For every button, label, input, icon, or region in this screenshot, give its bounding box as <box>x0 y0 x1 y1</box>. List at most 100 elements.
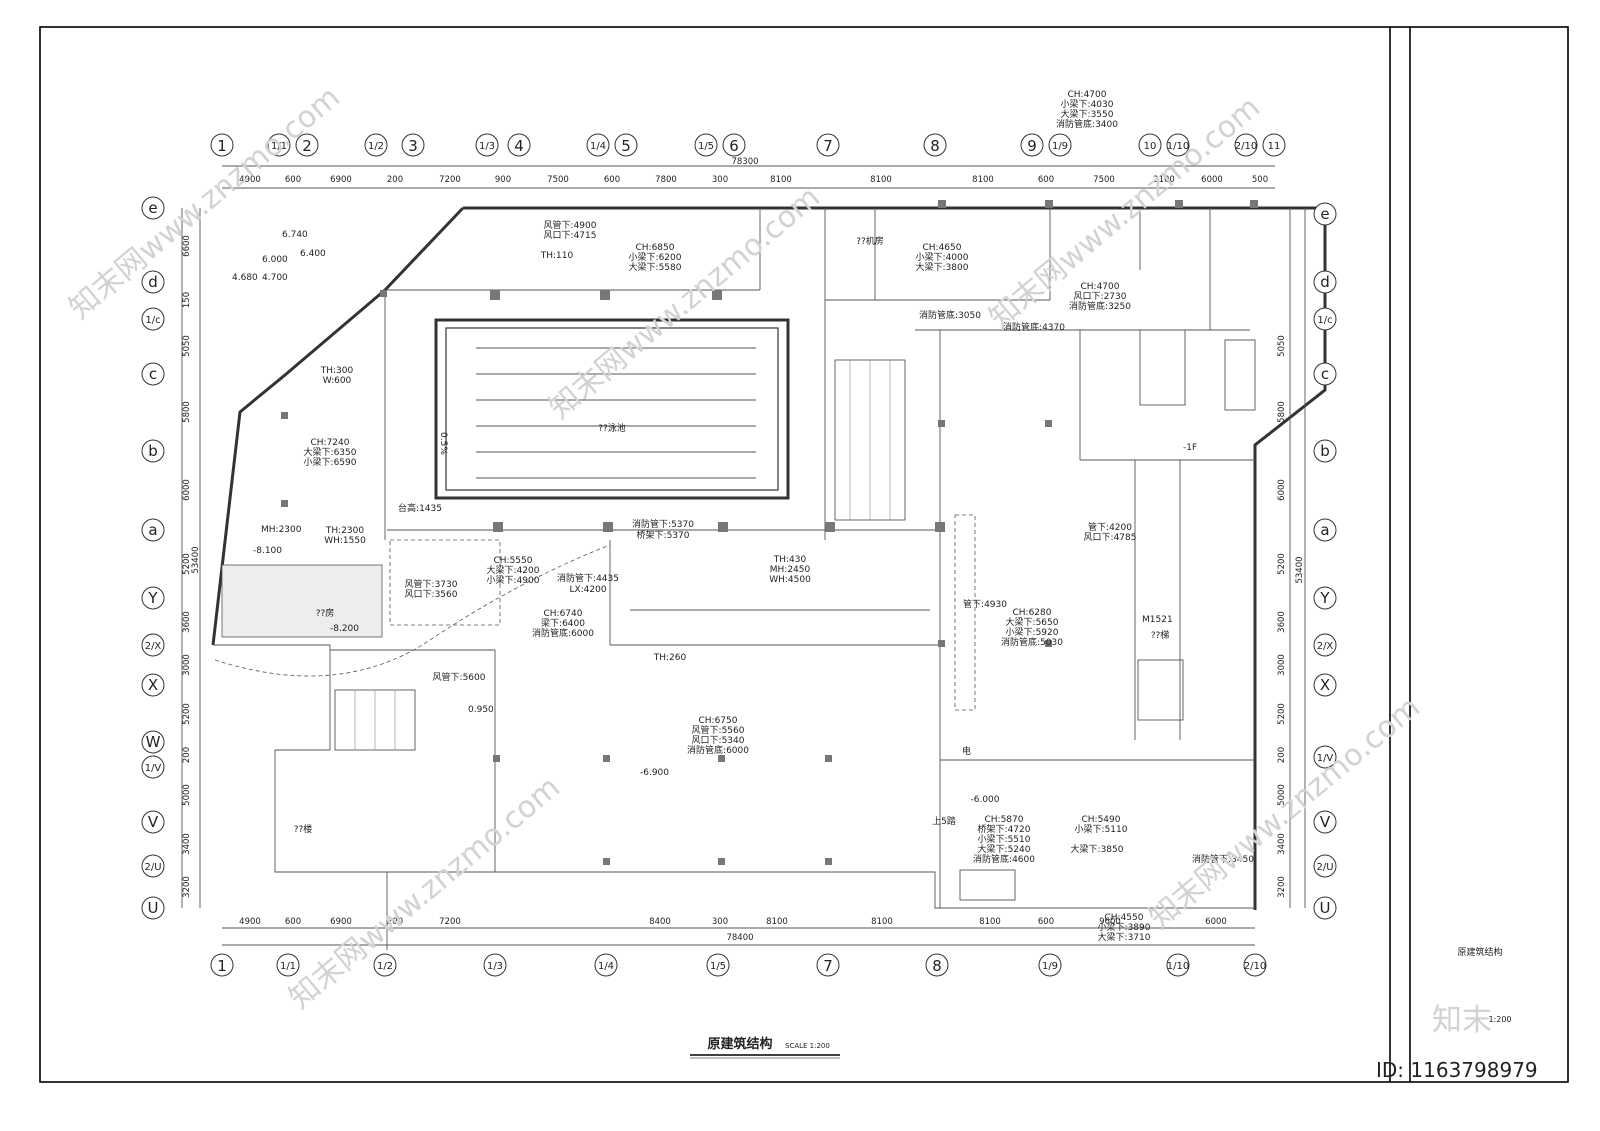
svg-text:台高:1435: 台高:1435 <box>398 502 442 514</box>
svg-text:7200: 7200 <box>439 175 461 185</box>
svg-text:大梁下:3550: 大梁下:3550 <box>1061 108 1114 120</box>
svg-text:7200: 7200 <box>439 917 461 927</box>
svg-text:V: V <box>148 813 159 831</box>
svg-text:4.680: 4.680 <box>232 273 258 283</box>
svg-text:桥架下:5370: 桥架下:5370 <box>637 529 690 541</box>
svg-text:9600: 9600 <box>1099 917 1121 927</box>
room-name-pool: ??泳池 <box>598 422 626 434</box>
total-dimension-bottom: 78400 <box>726 933 753 943</box>
axis-label: 2/10 <box>1235 141 1257 152</box>
svg-text:消防管下:3450: 消防管下:3450 <box>1192 853 1254 865</box>
grid-left-dimensions: 6600 150 5050 5800 6000 5200 3600 3000 5… <box>182 235 192 898</box>
total-dimension-left: 53400 <box>191 546 201 573</box>
svg-text:-8.100: -8.100 <box>253 546 282 556</box>
svg-text:3000: 3000 <box>1277 654 1287 676</box>
grid-bottom-dimensions: 4900 600 6900 200 7200 8400 300 8100 810… <box>239 917 1227 927</box>
stair-core-east <box>959 329 1256 901</box>
svg-text:6000: 6000 <box>182 479 192 501</box>
svg-text:6900: 6900 <box>330 917 352 927</box>
svg-text:梁下:6400: 梁下:6400 <box>541 617 585 629</box>
svg-text:M1521: M1521 <box>1142 615 1173 625</box>
svg-text:管下:4930: 管下:4930 <box>963 598 1007 610</box>
svg-text:5050: 5050 <box>1277 335 1287 357</box>
svg-text:X: X <box>1320 676 1330 694</box>
svg-text:7500: 7500 <box>1093 175 1115 185</box>
svg-text:小梁下:5110: 小梁下:5110 <box>1075 823 1128 835</box>
svg-text:5000: 5000 <box>1277 784 1287 806</box>
svg-text:风管下:3730: 风管下:3730 <box>405 578 458 590</box>
grid-right-dimensions: 5050 5800 6000 5200 3600 3000 5200 200 5… <box>1277 335 1287 898</box>
axis-label: 1/10 <box>1167 141 1189 152</box>
pool-inner <box>445 327 779 491</box>
svg-text:1/10: 1/10 <box>1167 961 1189 972</box>
svg-text:大梁下:4200: 大梁下:4200 <box>487 564 540 576</box>
svg-text:5800: 5800 <box>1277 401 1287 423</box>
axis-label: 2 <box>302 137 312 155</box>
garden-area <box>221 564 383 638</box>
svg-text:900: 900 <box>495 175 511 185</box>
internal-walls <box>330 208 1255 908</box>
svg-text:W:600: W:600 <box>323 376 352 386</box>
svg-text:8: 8 <box>932 957 942 975</box>
svg-text:5200: 5200 <box>1277 553 1287 575</box>
svg-text:8400: 8400 <box>649 917 671 927</box>
svg-text:1/9: 1/9 <box>1042 961 1058 972</box>
axis-label: 5 <box>621 137 631 155</box>
room-name: ??房 <box>316 607 335 619</box>
svg-text:3600: 3600 <box>1277 611 1287 633</box>
svg-text:风口下:2730: 风口下:2730 <box>1074 291 1127 302</box>
svg-text:风管下:5560: 风管下:5560 <box>692 724 745 736</box>
svg-text:1/c: 1/c <box>1317 315 1332 326</box>
svg-text:500: 500 <box>1252 175 1268 185</box>
svg-text:7500: 7500 <box>547 175 569 185</box>
svg-text:4.700: 4.700 <box>262 273 288 283</box>
svg-text:-6.900: -6.900 <box>640 768 669 778</box>
svg-text:风管下:5600: 风管下:5600 <box>433 671 486 683</box>
svg-text:8100: 8100 <box>871 917 893 927</box>
svg-text:上5踏: 上5踏 <box>932 815 956 827</box>
svg-text:7800: 7800 <box>655 175 677 185</box>
total-dimension-right: 53400 <box>1295 556 1305 583</box>
watermark-brand: 知末 <box>1432 1003 1492 1038</box>
svg-text:1/2: 1/2 <box>377 961 393 972</box>
svg-text:-6.000: -6.000 <box>970 795 999 805</box>
svg-text:消防管底:3400: 消防管底:3400 <box>1056 118 1118 130</box>
svg-text:600: 600 <box>285 175 301 185</box>
svg-text:CH:5550: CH:5550 <box>494 556 533 566</box>
svg-text:CH:4550: CH:4550 <box>1105 913 1144 923</box>
svg-text:CH:7240: CH:7240 <box>311 438 350 448</box>
svg-text:6000: 6000 <box>1205 917 1227 927</box>
watermark-id: ID: 1163798979 <box>1376 1058 1538 1082</box>
svg-text:7: 7 <box>823 957 833 975</box>
svg-text:a: a <box>1320 521 1329 539</box>
svg-text:MH:2450: MH:2450 <box>770 565 811 575</box>
svg-text:8100: 8100 <box>870 175 892 185</box>
grid-top-axes: 1 1/1 2 1/2 3 1/3 4 1/4 5 1/5 6 7 8 9 1/… <box>210 133 1286 189</box>
svg-text:2/X: 2/X <box>1317 641 1334 652</box>
axis-label: 9 <box>1027 137 1037 155</box>
svg-text:5050: 5050 <box>182 335 192 357</box>
room-name: ??机房 <box>856 235 884 247</box>
svg-text:消防管下:4435: 消防管下:4435 <box>557 572 619 584</box>
axis-label: 11 <box>1268 141 1281 152</box>
room-name: ??楼 <box>294 823 313 835</box>
svg-text:-1F: -1F <box>1183 443 1197 453</box>
svg-text:200: 200 <box>387 175 403 185</box>
axis-label: 6 <box>729 137 739 155</box>
annotations: CH:4700 小梁下:4030 大梁下:3550 消防管底:3400 风管下:… <box>232 90 1254 943</box>
svg-text:6000: 6000 <box>1277 479 1287 501</box>
svg-text:e: e <box>1320 205 1329 223</box>
svg-text:大梁下:5650: 大梁下:5650 <box>1006 616 1059 628</box>
svg-text:消防管底:3050: 消防管底:3050 <box>919 309 981 321</box>
svg-text:4900: 4900 <box>239 917 261 927</box>
axis-label: 10 <box>1144 141 1157 152</box>
stair-core-west <box>334 689 416 751</box>
svg-text:300: 300 <box>712 917 728 927</box>
axis-label: 1/3 <box>479 141 495 152</box>
svg-text:6.000: 6.000 <box>262 255 288 265</box>
svg-text:8100: 8100 <box>972 175 994 185</box>
svg-text:600: 600 <box>1038 917 1054 927</box>
drawing-scale: SCALE 1:200 <box>785 1042 830 1050</box>
sheet-border <box>39 26 1569 1083</box>
